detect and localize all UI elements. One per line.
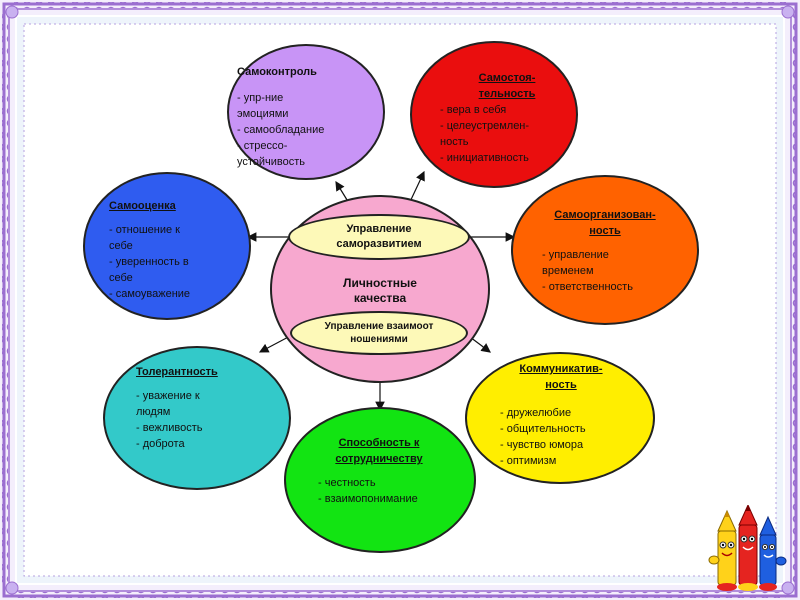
node-title: Самостоя-тельность bbox=[478, 72, 536, 100]
node-item: себе bbox=[109, 272, 133, 284]
node-samokontrol-text: Самоконтроль - упр-ние эмоциями - самооб… bbox=[237, 64, 377, 170]
node-tolerantnost bbox=[103, 346, 291, 490]
node-item: - ответственность bbox=[542, 281, 633, 293]
node-item: - самообладание bbox=[237, 124, 325, 136]
center-title-label: Личностные качества bbox=[343, 276, 417, 305]
center-bottom-pill-label: Управление взаимоотношениями bbox=[324, 321, 434, 345]
node-title: Толерантность bbox=[136, 366, 218, 378]
node-item: - общительность bbox=[500, 423, 586, 435]
node-title: Коммуникатив-ность bbox=[519, 363, 603, 391]
node-item: - управление bbox=[542, 249, 609, 261]
crayons-illustration bbox=[708, 505, 787, 591]
node-item: - чувство юмора bbox=[500, 439, 584, 451]
node-item: - оптимизм bbox=[500, 455, 557, 467]
node-item: людям bbox=[136, 406, 171, 418]
node-item: - вежливость bbox=[136, 422, 203, 434]
node-samostoyatelnost bbox=[410, 41, 578, 188]
center-top-pill-label: Управление саморазвитием bbox=[336, 223, 422, 250]
node-samoorganizovannost bbox=[511, 175, 699, 325]
center-bottom-pill: Управление взаимоотношениями bbox=[290, 311, 468, 355]
node-title: Самоорганизован-ность bbox=[554, 209, 656, 237]
node-item: - уверенность в bbox=[109, 256, 189, 268]
node-item: - доброта bbox=[136, 438, 185, 450]
node-item: - инициативность bbox=[440, 152, 529, 164]
node-samostoyatelnost-text: Самостоя-тельность - вера в себя - целеу… bbox=[440, 70, 570, 166]
node-title: Самоконтроль bbox=[237, 66, 317, 78]
node-title: Способность к сотрудничеству bbox=[335, 437, 423, 465]
node-samokontrol bbox=[227, 44, 385, 180]
node-item: себе bbox=[109, 240, 133, 252]
node-item: - честность bbox=[318, 477, 376, 489]
center-top-pill: Управление саморазвитием bbox=[288, 214, 470, 260]
node-samoocenka bbox=[83, 172, 251, 320]
center-title: Личностные качества bbox=[320, 276, 440, 306]
node-kommunikativnost-text: Коммуникатив-ность - дружелюбие - общите… bbox=[500, 361, 640, 469]
node-title: Самооценка bbox=[109, 200, 176, 212]
node-samoorganizovannost-text: Самоорганизован-ность - управление време… bbox=[542, 207, 682, 295]
node-samoocenka-text: Самооценка - отношение к себе - уверенно… bbox=[109, 198, 239, 302]
node-item: временем bbox=[542, 265, 594, 277]
node-item: эмоциями bbox=[237, 108, 289, 120]
node-item: ность bbox=[440, 136, 469, 148]
node-item: - стрессо- bbox=[237, 140, 288, 152]
node-item: - дружелюбие bbox=[500, 407, 572, 419]
node-item: - целеустремлен- bbox=[440, 120, 530, 132]
node-sotrudnichestvo bbox=[284, 407, 476, 553]
node-item: - самоуважение bbox=[109, 288, 191, 300]
node-tolerantnost-text: Толерантность - уважение к людям - вежли… bbox=[136, 364, 276, 452]
node-item: - отношение к bbox=[109, 224, 180, 236]
node-item: - упр-ние bbox=[237, 92, 284, 104]
node-kommunikativnost bbox=[465, 352, 655, 484]
node-item: - уважение к bbox=[136, 390, 200, 402]
node-item: устойчивость bbox=[237, 156, 306, 168]
node-item: - взаимопонимание bbox=[318, 493, 418, 505]
node-item: - вера в себя bbox=[440, 104, 507, 116]
node-sotrudnichestvo-text: Способность к сотрудничеству - честность… bbox=[318, 435, 468, 507]
